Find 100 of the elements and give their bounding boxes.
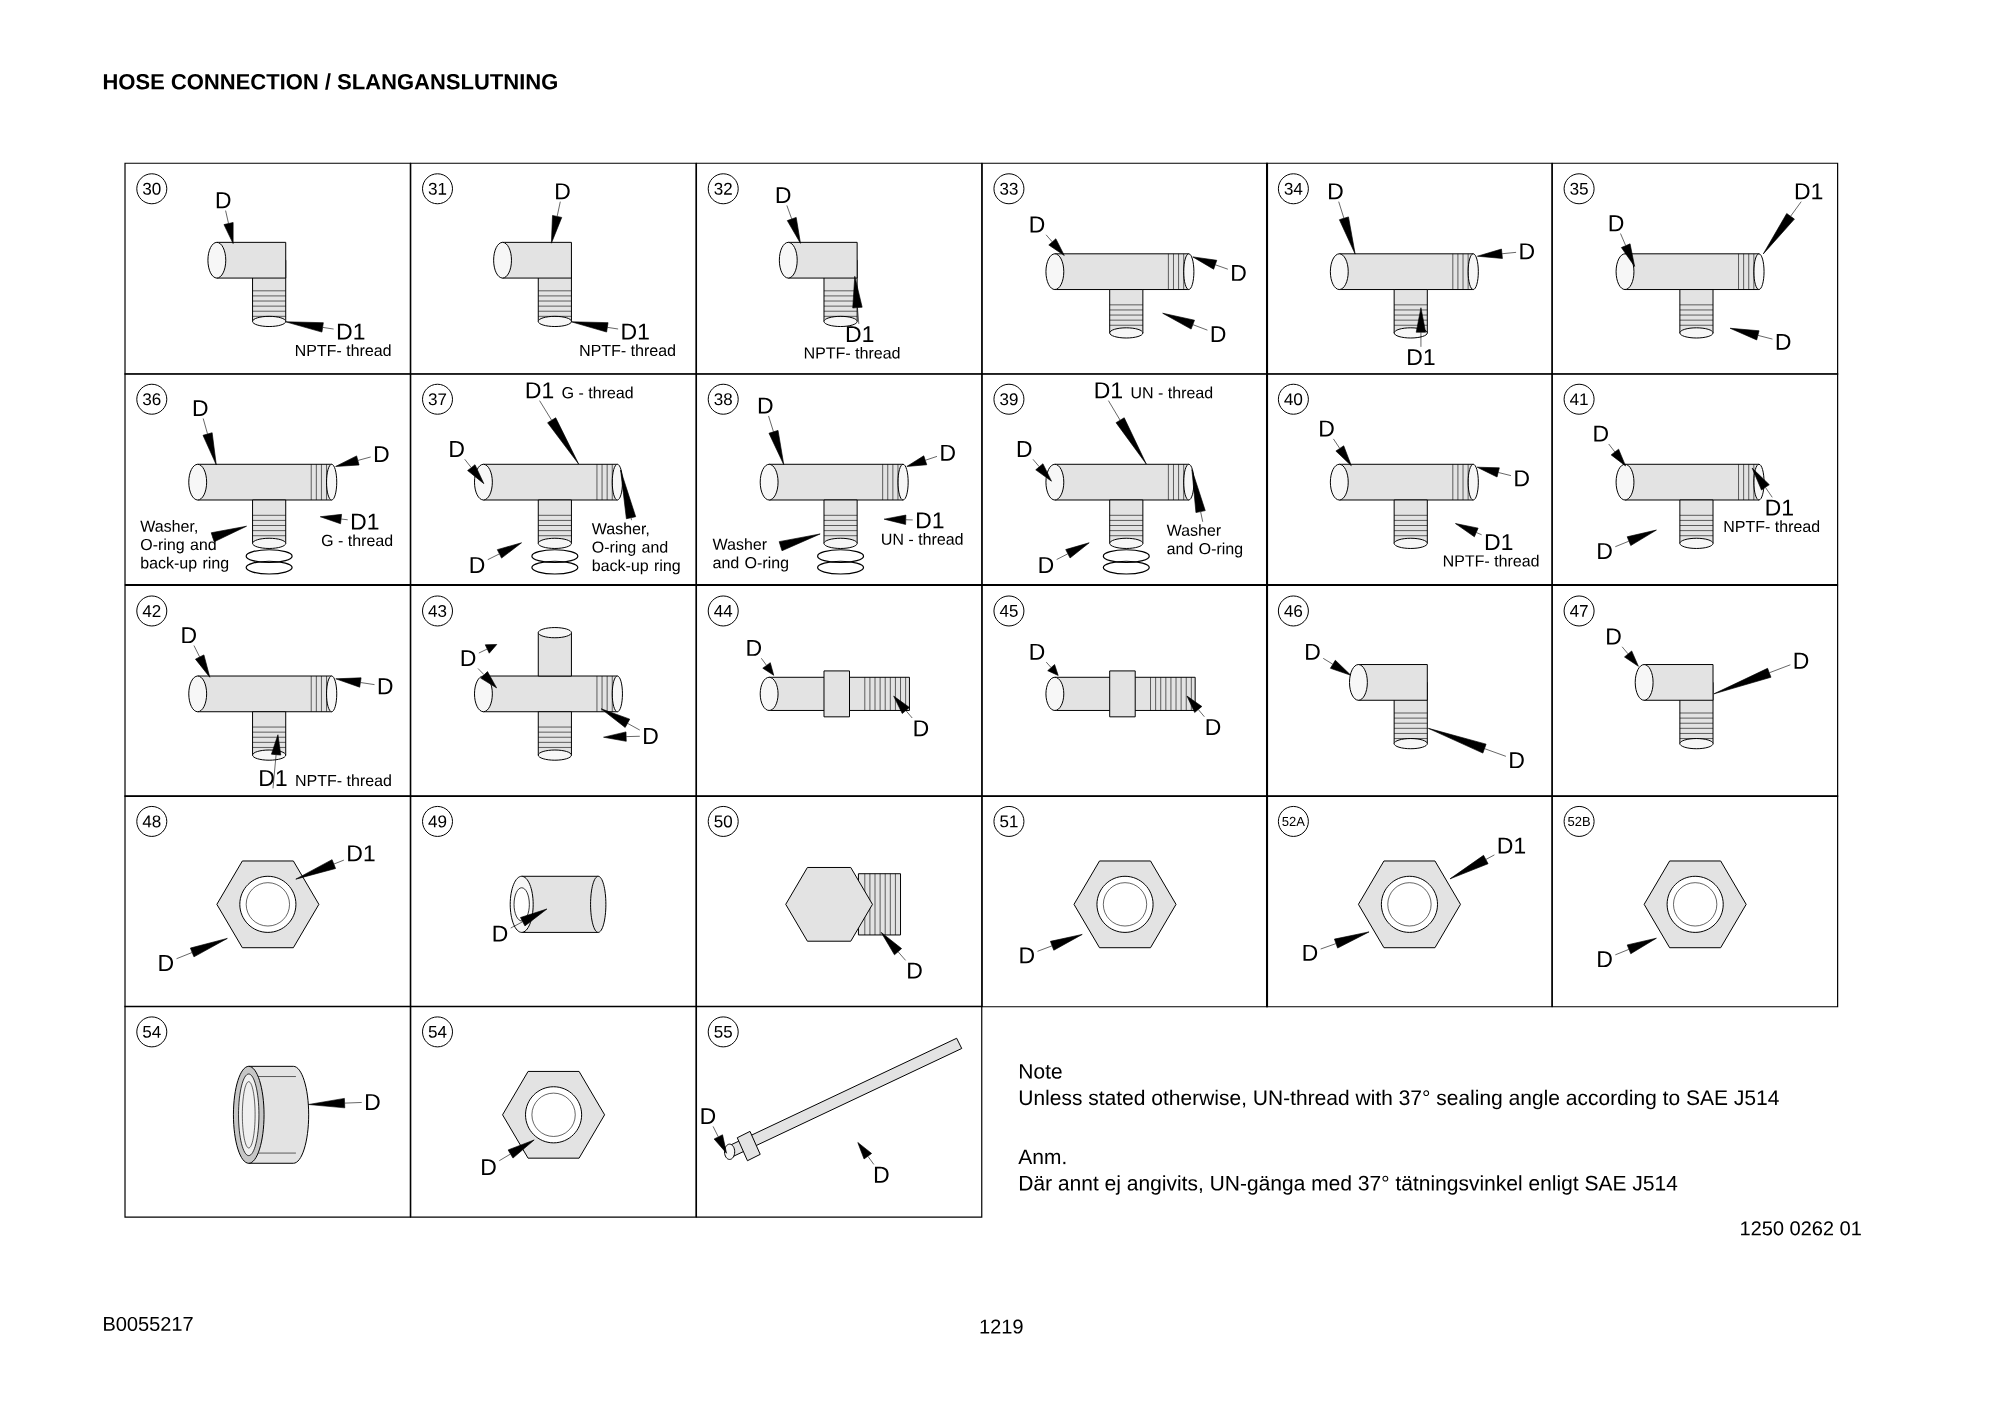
dimension-label: D1: [260, 770, 287, 787]
dimension-label: D1: [337, 323, 365, 340]
leader-arrow: [1751, 468, 1773, 498]
dimension-label: D: [1030, 216, 1045, 233]
dimension-label: D: [450, 441, 464, 458]
fitting-drawing: [785, 867, 901, 942]
dimension-label: D: [914, 720, 929, 737]
leader-arrow: [1037, 934, 1083, 952]
thread-note: NPTF- thread: [1724, 520, 1820, 533]
dimension-label: D: [1594, 426, 1608, 442]
leader-arrow: [620, 469, 636, 521]
fitting-drawing: [509, 876, 607, 934]
leader-arrow: [1621, 646, 1639, 667]
leader-arrow: [335, 677, 375, 688]
leader-arrow: [1322, 658, 1352, 676]
note-heading: Note: [1020, 1064, 1062, 1079]
dimension-label: D: [1520, 243, 1534, 260]
dimension-label: D1: [352, 514, 379, 530]
leader-arrow: [1186, 696, 1205, 718]
dimension-label: D: [1030, 644, 1045, 660]
dimension-label: D: [1320, 420, 1334, 437]
leader-arrow: [1449, 854, 1495, 880]
leader-arrow: [786, 205, 801, 244]
leader-arrow: [600, 708, 641, 731]
page-number: 1219: [980, 1319, 1023, 1334]
dimension-label: D: [461, 650, 476, 667]
leader-arrow: [551, 201, 563, 244]
leader-arrow: [464, 459, 485, 485]
thread-note: NPTF- thread: [296, 344, 391, 357]
dimension-label: D: [556, 183, 570, 200]
thread-note: NPTF- thread: [804, 347, 900, 359]
dimension-label: D: [1303, 945, 1318, 961]
leader-arrow: [883, 515, 914, 525]
leader-arrow: [768, 415, 785, 466]
dimension-label: D: [701, 1108, 716, 1125]
fitting-drawing: [1349, 664, 1428, 750]
fitting-drawing: [1634, 664, 1714, 750]
leader-arrow: [193, 645, 211, 678]
leader-arrow: [1615, 938, 1657, 956]
dimension-label: D1: [1795, 183, 1823, 200]
dimension-label: D1: [1485, 534, 1513, 551]
fitting-drawing: [1329, 464, 1479, 550]
leader-arrow: [1162, 313, 1208, 331]
leader-arrow: [712, 1126, 727, 1154]
thread-note: UN - thread: [882, 533, 963, 546]
fitting-drawing: [207, 242, 287, 328]
part-note: Washer and O-ring: [1166, 524, 1243, 558]
leader-arrow: [761, 658, 775, 676]
dimension-label: D: [1211, 326, 1226, 343]
dimension-label: D: [1607, 628, 1621, 645]
dimension-label: D: [493, 926, 508, 942]
dimension-label: D: [1020, 947, 1034, 964]
leader-arrow: [1713, 664, 1791, 695]
leader-arrow: [202, 418, 217, 466]
dimension-label: D: [1794, 653, 1809, 669]
fitting-drawing: [232, 1066, 310, 1164]
leader-arrow: [1192, 256, 1229, 270]
dimension-label: D: [1515, 470, 1529, 487]
drawing-number: 1250 0262 01: [1741, 1221, 1861, 1236]
fitting-drawing: [188, 675, 338, 761]
leader-arrow: [1045, 234, 1065, 256]
leader-arrow: [1729, 328, 1773, 341]
leader-arrow: [906, 455, 938, 467]
dimension-label: D1: [1408, 349, 1435, 366]
dimension-label: D: [470, 557, 485, 574]
leader-arrow: [487, 542, 522, 561]
leader-arrow: [880, 932, 906, 961]
dimension-label: D: [747, 640, 762, 657]
leader-arrow: [857, 1142, 875, 1165]
leader-arrow: [295, 859, 345, 880]
thread-note: NPTF- thread: [1443, 555, 1539, 567]
fitting-drawing: [1045, 670, 1196, 718]
dimension-label: D: [1776, 334, 1791, 350]
leader-arrow: [478, 644, 498, 654]
leader-arrow: [335, 455, 371, 467]
dimension-label: D: [874, 1167, 889, 1183]
part-note: Washer, O-ring and back-up ring: [591, 522, 680, 575]
leader-arrow: [1620, 233, 1635, 268]
leader-arrow: [308, 1098, 363, 1109]
leader-arrow: [1320, 931, 1370, 950]
thread-note: G - thread: [321, 534, 393, 547]
dimension-label: D: [941, 445, 955, 461]
dimension-label: D1: [622, 323, 649, 340]
thread-note: G - thread: [562, 386, 633, 399]
fitting-drawing: [1357, 860, 1461, 949]
fitting-drawing: [1073, 860, 1177, 949]
dimension-label: D: [1598, 543, 1612, 560]
dimension-label: D: [1306, 644, 1320, 660]
leader-arrow: [539, 400, 579, 465]
dimension-label: D: [1510, 752, 1524, 769]
leader-arrow: [176, 938, 228, 960]
note-heading: Anm.: [1018, 1149, 1066, 1165]
leader-arrow: [1056, 542, 1090, 561]
leader-arrow: [319, 514, 348, 525]
leader-arrow: [223, 210, 234, 245]
dimension-label: D: [1329, 183, 1343, 200]
dimension-label: D: [366, 1094, 380, 1111]
thread-note: UN - thread: [1131, 386, 1213, 399]
fitting-drawing: [493, 242, 572, 328]
leader-arrow: [1045, 662, 1059, 676]
